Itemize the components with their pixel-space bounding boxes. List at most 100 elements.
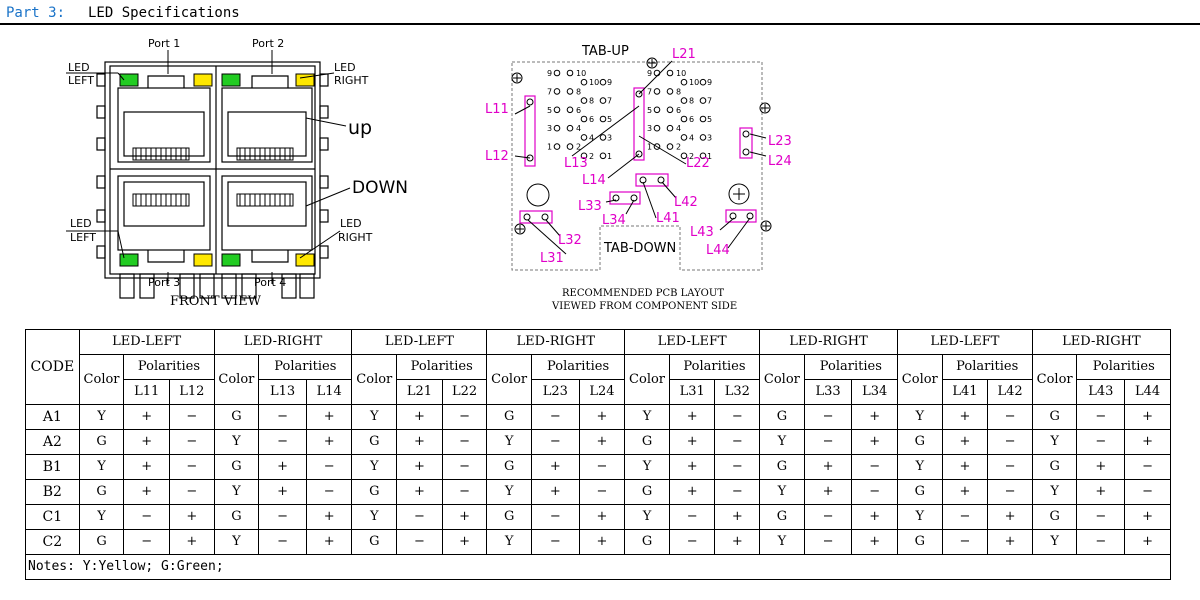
- pcb-pin-hole: [566, 124, 574, 132]
- polarity-cell: −: [258, 529, 307, 555]
- polarity-cell: +: [851, 429, 898, 455]
- color-cell: G: [486, 454, 532, 480]
- port4-label: Port 4: [254, 276, 286, 289]
- label-l14: L14: [582, 173, 606, 188]
- color-cell: Y: [351, 504, 398, 530]
- pcb-labels: L11 L12 L13 L14 L21 L22 L23 L24 L31 L32 …: [485, 47, 792, 266]
- polarity-cell: −: [578, 454, 626, 480]
- color-cell: Y: [351, 454, 398, 480]
- header-rule: [0, 23, 1200, 25]
- group-header: LED-RIGHT: [759, 329, 898, 355]
- polarity-cell: +: [123, 429, 170, 455]
- led-right-top-label-1: LED: [334, 61, 356, 74]
- color-cell: Y: [759, 529, 805, 555]
- polarity-cell: +: [1076, 454, 1126, 480]
- polarity-cell: +: [851, 504, 898, 530]
- pcb-pin-hole: [566, 143, 574, 150]
- color-header: Color: [351, 354, 398, 405]
- pcb-pin-number: 5: [607, 115, 612, 124]
- polarity-cell: +: [305, 529, 353, 555]
- code-cell: A2: [25, 429, 80, 455]
- polarity-cell: −: [168, 429, 215, 455]
- pcb-pin-number: 6: [576, 106, 581, 115]
- pcb-pin-hole: [599, 78, 607, 86]
- polarity-cell: +: [396, 404, 443, 430]
- polarity-cell: +: [396, 454, 443, 480]
- contact-block: [236, 147, 294, 161]
- polarity-cell: +: [1124, 504, 1171, 530]
- color-header: Color: [78, 354, 125, 405]
- pcb-pin-number: 1: [547, 143, 552, 152]
- pin-header: L31: [668, 379, 716, 405]
- section-header: Part 3: LED Specifications: [0, 0, 1200, 26]
- polarity-cell: −: [1076, 504, 1126, 530]
- pcb-pin-hole: [666, 124, 674, 132]
- color-cell: Y: [896, 504, 943, 530]
- led-port1-right: [193, 73, 213, 87]
- color-cell: G: [78, 429, 125, 455]
- polarity-cell: −: [803, 504, 853, 530]
- contact-block: [132, 193, 190, 207]
- polarity-cell: +: [578, 429, 626, 455]
- front-leds: [119, 73, 315, 267]
- pcb-pin-number: 1: [707, 152, 712, 161]
- polarity-cell: −: [941, 504, 989, 530]
- polarity-cell: −: [1076, 404, 1126, 430]
- pcb-pin-number: 3: [547, 124, 552, 133]
- color-cell: G: [896, 479, 943, 505]
- color-cell: G: [213, 504, 260, 530]
- pcb-leader-lines: [514, 60, 767, 255]
- color-cell: Y: [624, 404, 670, 430]
- label-l41: L41: [656, 211, 680, 226]
- pcb-pin-hole: [680, 134, 688, 141]
- pcb-pin-number: 5: [647, 106, 652, 115]
- color-cell: Y: [759, 429, 805, 455]
- pcb-pin-number: 7: [547, 87, 552, 96]
- color-cell: Y: [1031, 479, 1078, 505]
- color-cell: Y: [759, 479, 805, 505]
- polarity-cell: −: [258, 404, 307, 430]
- polarity-cell: −: [530, 529, 580, 555]
- pcb-pin-number: 4: [689, 133, 694, 142]
- pcb-pin-hole: [553, 124, 561, 132]
- led-port2-left: [221, 73, 241, 87]
- polarity-cell: −: [851, 454, 898, 480]
- polarity-cell: +: [530, 454, 580, 480]
- polarity-cell: +: [987, 504, 1033, 530]
- pcb-pin-hole: [699, 152, 707, 160]
- pcb-pin-number: 7: [647, 87, 652, 96]
- polarities-header: Polarities: [123, 354, 215, 380]
- color-cell: G: [486, 404, 532, 430]
- color-cell: Y: [486, 429, 532, 455]
- led-left-bottom-label-2: LEFT: [70, 231, 96, 244]
- polarity-cell: +: [530, 479, 580, 505]
- polarities-header: Polarities: [941, 354, 1033, 380]
- color-cell: G: [1031, 454, 1078, 480]
- led-right-bottom-label-1: LED: [340, 217, 362, 230]
- polarity-cell: +: [803, 454, 853, 480]
- color-cell: G: [759, 454, 805, 480]
- polarity-cell: +: [851, 529, 898, 555]
- polarity-cell: −: [714, 479, 761, 505]
- group-header: LED-RIGHT: [1031, 329, 1172, 355]
- pin-header: L12: [168, 379, 215, 405]
- polarity-cell: −: [305, 479, 353, 505]
- color-cell: G: [1031, 404, 1078, 430]
- color-header: Color: [896, 354, 943, 405]
- polarity-cell: −: [1124, 479, 1171, 505]
- pcb-pin-hole: [666, 69, 674, 77]
- pcb-pin-number: 3: [647, 124, 652, 133]
- pcb-pin-number: 5: [707, 115, 712, 124]
- polarity-cell: −: [803, 529, 853, 555]
- led-port4-left: [221, 253, 241, 267]
- pcb-pin-number: 8: [689, 97, 694, 106]
- led-left-top-label-2: LEFT: [68, 74, 94, 87]
- polarity-cell: −: [714, 429, 761, 455]
- notes-row: Notes: Y:Yellow; G:Green;: [25, 554, 1171, 580]
- pcb-pin-number: 10: [676, 69, 686, 78]
